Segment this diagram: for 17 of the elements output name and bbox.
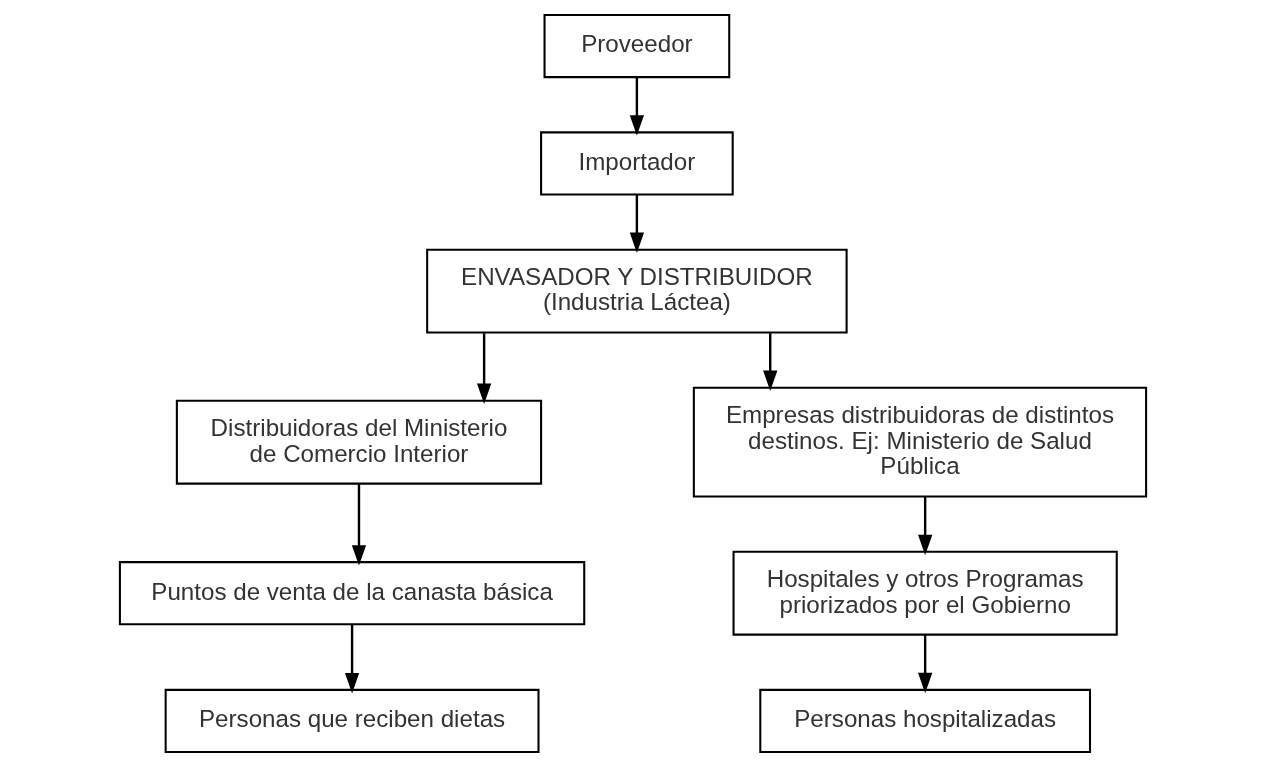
node-box: Distribuidoras del Ministerio de Comercio Interior (175, 399, 543, 485)
node-box: Puntos de venta de la canasta básica (118, 561, 586, 626)
arrow (344, 624, 360, 694)
node-box: Personas hospitalizadas (759, 688, 1092, 754)
arrow (918, 496, 933, 556)
arrow (476, 333, 492, 404)
arrow (763, 333, 778, 391)
node-box: Empresas distribuidoras de distintos destinos. Ej: Ministerio de Salud Pública (692, 386, 1148, 498)
arrow (629, 77, 645, 136)
node-box: Personas que reciben dietas (164, 688, 540, 754)
arrow (918, 635, 933, 694)
node-box: ENVASADOR Y DISTRIBUIDOR (Industria Láctea) (426, 248, 848, 334)
node-box: Proveedor (543, 13, 731, 79)
node-box: Hospitales y otros Programas priorizados por el Gobierno (732, 550, 1118, 636)
arrow (351, 484, 367, 566)
arrow (629, 195, 645, 253)
node-box: Importador (540, 131, 734, 196)
